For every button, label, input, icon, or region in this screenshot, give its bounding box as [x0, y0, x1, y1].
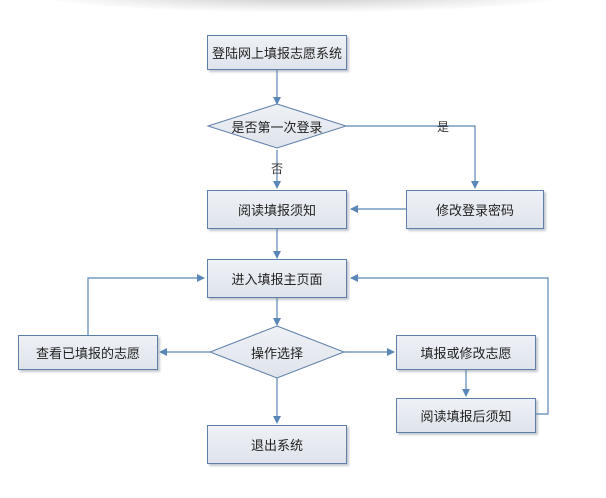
node-main-page: 进入填报主页面: [207, 259, 347, 298]
node-first-login: 是否第一次登录: [231, 120, 323, 136]
node-login: 登陆网上填报志愿系统: [207, 35, 347, 70]
edge-label-yes: 是: [437, 120, 450, 134]
node-read-notice: 阅读填报须知: [207, 190, 347, 229]
arrow-yes-to-change-password: [346, 125, 479, 189]
decision-diamond-choose-action: [208, 325, 346, 379]
arrow-read-after-loop: [350, 274, 549, 415]
decision-diamond-first-login: [206, 103, 348, 149]
node-change-password: 修改登录密码: [406, 190, 544, 229]
node-exit: 退出系统: [207, 425, 347, 464]
top-shadow-decoration: [40, 0, 566, 12]
node-fill-or-modify: 填报或修改志愿: [396, 335, 536, 370]
edge-label-no: 否: [271, 162, 284, 176]
node-choose-action: 操作选择: [250, 346, 303, 362]
node-read-after: 阅读填报后须知: [396, 398, 536, 433]
arrow-view-filled-loop: [87, 274, 205, 335]
node-view-filled: 查看已填报的志愿: [18, 335, 158, 370]
